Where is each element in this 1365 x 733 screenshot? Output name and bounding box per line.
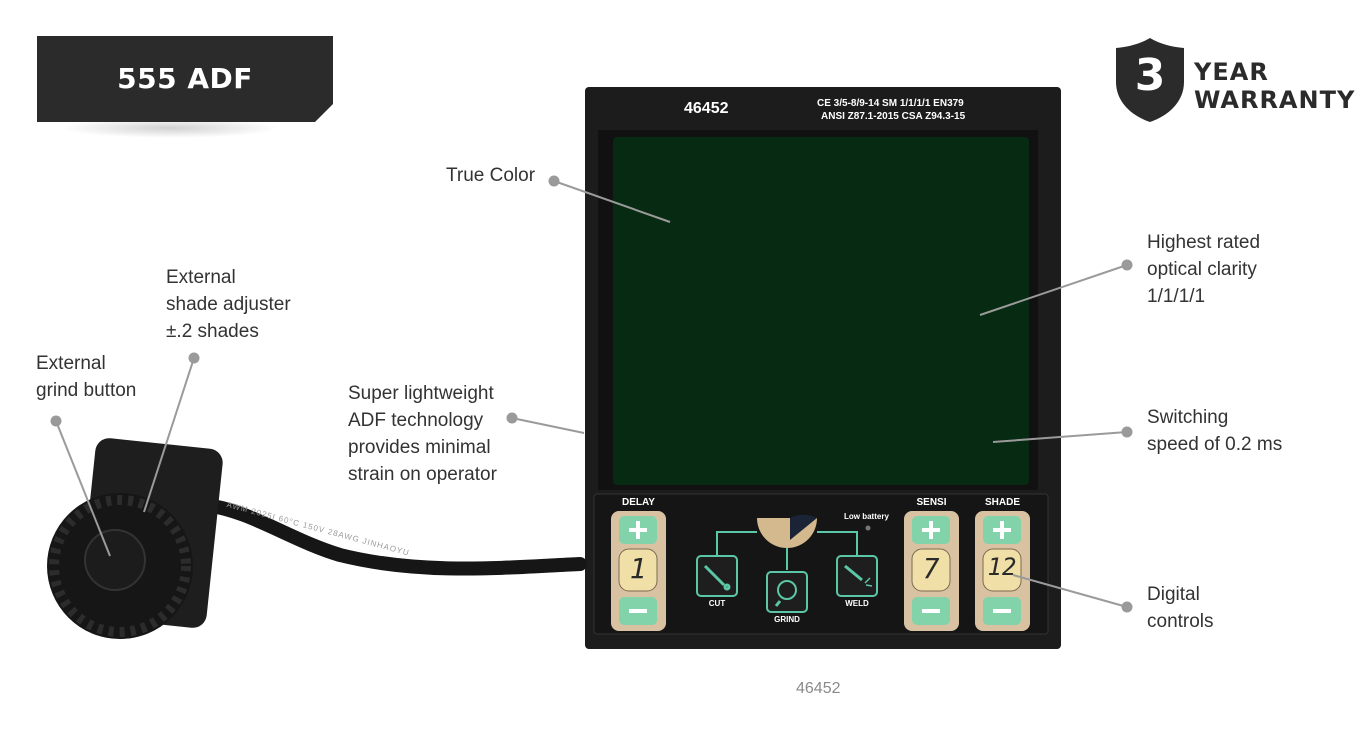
knob-ridges	[49, 495, 191, 637]
filter-cert-line-1: CE 3/5-8/9-14 SM 1/1/1/1 EN379	[817, 98, 964, 109]
callout-digital-line: Digital	[1147, 584, 1200, 605]
title-shadow	[60, 118, 280, 138]
title-badge-shape	[37, 36, 333, 122]
sensi-label: SENSI	[916, 497, 947, 508]
sensi-value: 7	[922, 552, 940, 585]
shade-label: SHADE	[984, 497, 1020, 508]
grind-label: GRIND	[774, 615, 800, 624]
delay-display	[618, 548, 658, 592]
warranty-line-2: WARRANTY	[1194, 86, 1356, 114]
weld-label: WELD	[845, 599, 869, 608]
low-battery-label: Low battery	[844, 512, 889, 521]
shade-display	[982, 548, 1022, 592]
callout-grind-button: External grind button	[36, 350, 136, 404]
callout-digital-line: controls	[1147, 611, 1214, 632]
warranty-badge: 3 YEAR WARRANTY	[1114, 36, 1354, 126]
plus-minus-glyphs	[629, 521, 1011, 613]
grind-mode-icon[interactable]	[766, 571, 808, 613]
callout-true-color: True Color	[446, 165, 536, 186]
grind-button[interactable]	[84, 529, 146, 591]
callout-shade-adjuster-line: External	[166, 267, 236, 288]
filter-model: 46452	[684, 100, 729, 117]
warranty-years: 3	[1134, 50, 1166, 101]
title-badge: 555 ADF	[37, 36, 333, 122]
product-caption: 46452	[796, 680, 841, 697]
sensi-display	[911, 548, 951, 592]
delay-value: 1	[629, 552, 647, 585]
callout-optical-line: 1/1/1/1	[1147, 286, 1206, 307]
callout-digital: Digital controls	[1147, 581, 1214, 635]
callout-lightweight-line: Super lightweight	[348, 383, 494, 404]
callout-optical-line: Highest rated	[1147, 232, 1261, 253]
callout-lightweight: Super lightweight ADF technology provide…	[348, 380, 497, 488]
callout-optical: Highest rated optical clarity 1/1/1/1	[1147, 229, 1260, 310]
callout-grind-button-line: grind button	[36, 380, 137, 401]
callout-optical-line: optical clarity	[1147, 259, 1257, 280]
filter-cert-line-2: ANSI Z87.1-2015 CSA Z94.3-15	[821, 111, 966, 122]
callout-switching-line: Switching	[1147, 407, 1229, 428]
cable	[198, 498, 587, 576]
mode-dial-pointer	[790, 514, 817, 540]
callout-shade-adjuster-line: ±.2 shades	[166, 321, 259, 342]
product-title: 555 ADF	[117, 62, 253, 95]
callout-switching-line: speed of 0.2 ms	[1147, 434, 1283, 455]
lens	[613, 137, 1029, 485]
callout-lightweight-line: strain on operator	[348, 464, 497, 485]
delay-label: DELAY	[622, 497, 655, 508]
warranty-line-1: YEAR	[1194, 58, 1269, 86]
callout-shade-adjuster: External shade adjuster ±.2 shades	[166, 264, 291, 345]
cut-label: CUT	[708, 599, 726, 608]
shield-icon	[1116, 38, 1184, 122]
callout-switching: Switching speed of 0.2 ms	[1147, 404, 1282, 458]
low-battery-led	[865, 525, 871, 531]
callout-lightweight-line: ADF technology	[348, 410, 484, 431]
callout-lightweight-line: provides minimal	[348, 437, 491, 458]
callout-shade-adjuster-line: shade adjuster	[166, 294, 291, 315]
mode-connectors	[716, 531, 858, 570]
mode-glyphs	[703, 564, 873, 607]
callout-grind-button-line: External	[36, 353, 106, 374]
shade-value: 12	[987, 553, 1017, 581]
